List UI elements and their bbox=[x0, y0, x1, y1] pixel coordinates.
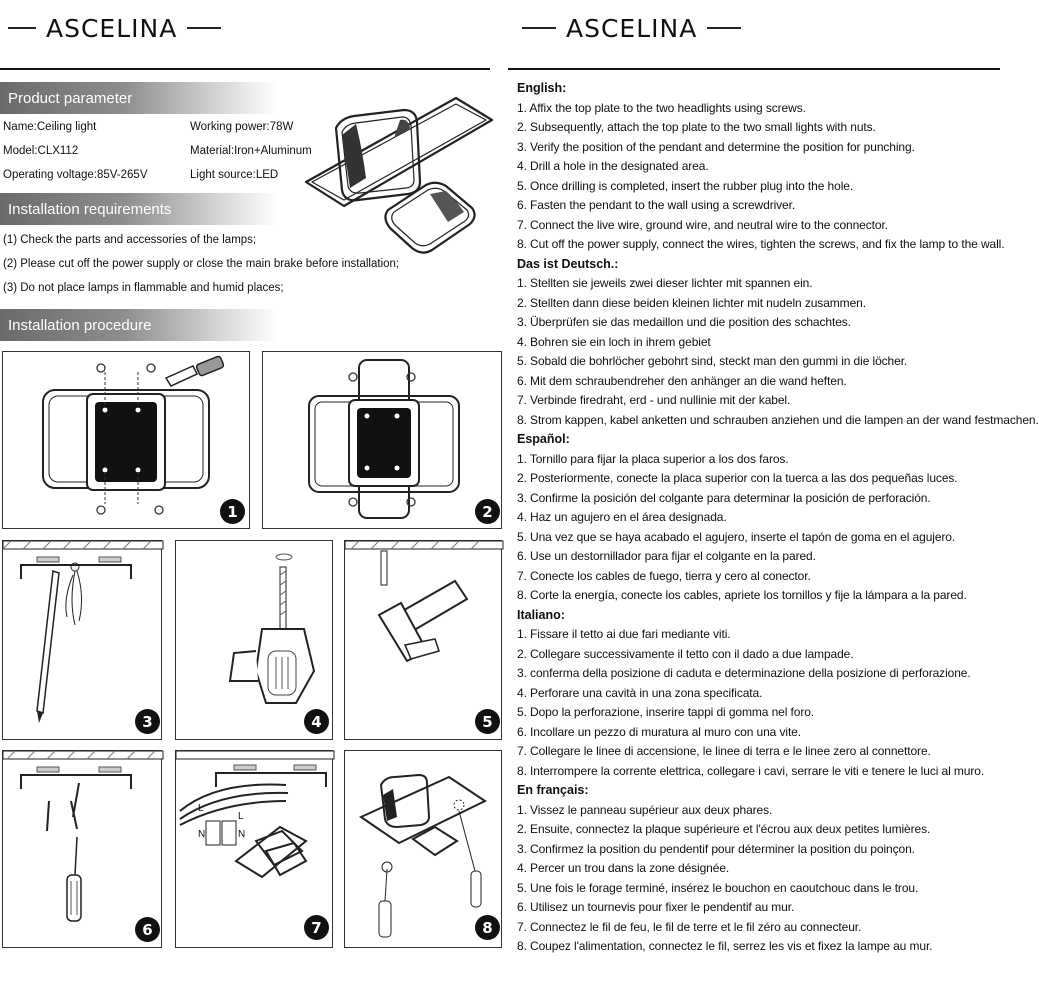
step-number-badge: 5 bbox=[475, 709, 500, 734]
instruction-step: 8. Coupez l'alimentation, connectez le f… bbox=[517, 939, 933, 953]
step-6-panel: 6 bbox=[2, 750, 164, 948]
param-voltage: Operating voltage:85V-265V bbox=[3, 169, 148, 181]
instruction-step: 1. Fissare il tetto ai due fari mediante… bbox=[517, 627, 731, 641]
param-name: Name:Ceiling light bbox=[3, 121, 97, 133]
wire-label-n: N bbox=[198, 829, 206, 840]
param-light-source: Light source:LED bbox=[190, 169, 279, 181]
step-5-panel: 5 bbox=[344, 540, 504, 740]
brand-name: ASCELINA bbox=[46, 13, 178, 43]
instruction-step: 6. Mit dem schraubendreher den anhänger … bbox=[517, 373, 847, 388]
step-2-panel: 2 bbox=[262, 351, 502, 529]
step-number-badge: 6 bbox=[135, 917, 160, 942]
language-heading: Italiano: bbox=[517, 607, 565, 622]
instruction-step: 4. Bohren sie ein loch in ihrem gebiet bbox=[517, 334, 711, 349]
instruction-step: 2. Subsequently, attach the top plate to… bbox=[517, 120, 876, 134]
instruction-step: 7. Connect the live wire, ground wire, a… bbox=[517, 217, 888, 232]
instruction-step: 4. Haz un agujero en el área designada. bbox=[517, 510, 727, 524]
instruction-step: 3. Confirmez la position du pendentif po… bbox=[517, 841, 915, 856]
step-number-badge: 7 bbox=[304, 915, 329, 940]
instruction-step: 6. Utilisez un tournevis pour fixer le p… bbox=[517, 900, 795, 914]
instruction-step: 6. Incollare un pezzo di muratura al mur… bbox=[517, 724, 801, 739]
instruction-step: 8. Strom kappen, kabel anketten und schr… bbox=[517, 412, 1039, 427]
instruction-step: 5. Sobald die bohrlöcher gebohrt sind, s… bbox=[517, 354, 908, 368]
header-divider-right bbox=[508, 68, 1000, 70]
language-heading: En français: bbox=[517, 783, 589, 797]
wire-label-l: L bbox=[238, 811, 244, 822]
step-8-panel: 8 bbox=[344, 750, 502, 948]
instruction-step: 2. Posteriormente, conecte la placa supe… bbox=[517, 471, 958, 485]
instruction-step: 6. Use un destornillador para fijar el c… bbox=[517, 549, 816, 563]
param-material: Material:Iron+Aluminum bbox=[190, 145, 312, 157]
instruction-step: 8. Cut off the power supply, connect the… bbox=[517, 237, 1005, 251]
param-model: Model:CLX112 bbox=[3, 145, 79, 157]
step-3-panel: 3 bbox=[2, 540, 164, 740]
product-illustration bbox=[296, 90, 496, 262]
brand-line bbox=[707, 27, 742, 29]
brand-header-right: ASCELINA bbox=[522, 8, 742, 48]
brand-line bbox=[187, 27, 222, 29]
instruction-step: 2. Stellten dann diese beiden kleinen li… bbox=[517, 295, 866, 310]
requirement-item: (1) Check the parts and accessories of t… bbox=[3, 234, 257, 246]
param-power: Working power:78W bbox=[190, 121, 294, 133]
installation-procedure-heading: Installation procedure bbox=[0, 309, 278, 341]
instruction-step: 7. Conecte los cables de fuego, tierra y… bbox=[517, 568, 811, 583]
requirement-item: (2) Please cut off the power supply or c… bbox=[3, 258, 400, 270]
instruction-step: 1. Stellten sie jeweils zwei dieser lich… bbox=[517, 276, 813, 290]
step-1-panel: 1 bbox=[2, 351, 250, 529]
brand-line bbox=[522, 27, 556, 29]
language-heading: Das ist Deutsch.: bbox=[517, 256, 619, 271]
instruction-step: 3. Verify the position of the pendant an… bbox=[517, 139, 915, 154]
instruction-step: 7. Collegare le linee di accensione, le … bbox=[517, 744, 931, 758]
instruction-step: 5. Once drilling is completed, insert th… bbox=[517, 178, 854, 193]
instruction-step: 1. Vissez le panneau supérieur aux deux … bbox=[517, 802, 773, 817]
requirement-item: (3) Do not place lamps in flammable and … bbox=[3, 282, 284, 294]
language-heading: English: bbox=[517, 81, 567, 95]
instruction-step: 2. Ensuite, connectez la plaque supérieu… bbox=[517, 822, 931, 836]
instruction-step: 2. Collegare successivamente il tetto co… bbox=[517, 646, 854, 661]
multilingual-instructions: English: 1. Affix the top plate to the tw… bbox=[517, 79, 1039, 957]
instruction-step: 5. Une fois le forage terminé, insérez l… bbox=[517, 880, 919, 895]
installation-requirements-heading: Installation requirements bbox=[0, 193, 278, 225]
instruction-step: 3. conferma della posizione di caduta e … bbox=[517, 666, 971, 680]
wire-label-n: N bbox=[238, 829, 246, 840]
step-number-badge: 2 bbox=[475, 499, 500, 524]
step-7-panel: L N L N 7 bbox=[175, 750, 335, 948]
instruction-step: 7. Connectez le fil de feu, le fil de te… bbox=[517, 919, 862, 934]
instruction-step: 5. Dopo la perforazione, inserire tappi … bbox=[517, 705, 815, 719]
step-number-badge: 8 bbox=[475, 915, 500, 940]
instruction-step: 8. Interrompere la corrente elettrica, c… bbox=[517, 763, 985, 778]
instruction-step: 4. Drill a hole in the designated area. bbox=[517, 159, 709, 173]
instruction-step: 5. Una vez que se haya acabado el agujer… bbox=[517, 529, 956, 544]
instruction-step: 7. Verbinde firedraht, erd - und nullini… bbox=[517, 393, 791, 407]
brand-line bbox=[8, 27, 36, 29]
step-number-badge: 1 bbox=[220, 499, 245, 524]
instruction-step: 3. Überprüfen sie das medaillon und die … bbox=[517, 315, 851, 329]
instruction-step: 1. Tornillo para fijar la placa superior… bbox=[517, 451, 789, 466]
wire-label-l: L bbox=[198, 803, 204, 814]
instruction-step: 4. Perforare una cavità in una zona spec… bbox=[517, 685, 763, 700]
instruction-step: 1. Affix the top plate to the two headli… bbox=[517, 100, 806, 115]
header-divider-left bbox=[0, 68, 490, 70]
product-parameter-heading: Product parameter bbox=[0, 82, 278, 114]
instruction-step: 6. Fasten the pendant to the wall using … bbox=[517, 198, 796, 212]
instruction-step: 3. Confirme la posición del colgante par… bbox=[517, 490, 931, 505]
instruction-step: 8. Corte la energía, conecte los cables,… bbox=[517, 588, 967, 602]
step-number-badge: 4 bbox=[304, 709, 329, 734]
step-4-panel: 4 bbox=[175, 540, 333, 740]
brand-header-left: ASCELINA bbox=[8, 8, 222, 48]
instruction-step: 4. Percer un trou dans la zone désignée. bbox=[517, 861, 730, 875]
language-heading: Español: bbox=[517, 432, 570, 446]
step-number-badge: 3 bbox=[135, 709, 160, 734]
brand-name: ASCELINA bbox=[566, 13, 698, 43]
